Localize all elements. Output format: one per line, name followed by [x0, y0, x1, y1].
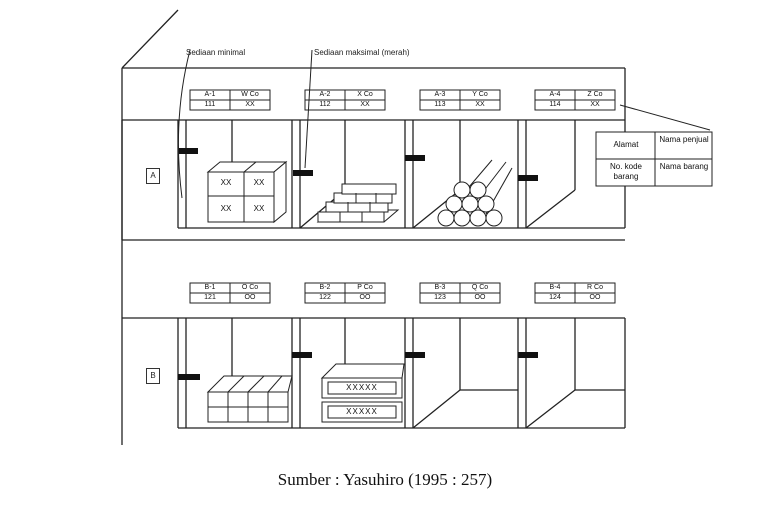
plate-item: OO — [359, 294, 371, 301]
legend-code: No. kode barang — [609, 162, 643, 181]
plate-item: XX — [360, 101, 370, 108]
plate-number: 112 — [319, 101, 331, 108]
row-label-a: A — [146, 168, 160, 184]
plate-seller: O Co — [241, 284, 259, 291]
crate-mark: XX — [253, 204, 265, 213]
plate-code: A-3 — [434, 91, 446, 98]
plate-code: A-1 — [204, 91, 216, 98]
plate-seller: Q Co — [471, 284, 489, 291]
plate-number: 114 — [549, 101, 561, 108]
plate-seller: W Co — [241, 91, 259, 98]
plate-item: OO — [244, 294, 256, 301]
plate-number: 121 — [204, 294, 216, 301]
plate-number: 124 — [549, 294, 561, 301]
crate-mark: XX — [253, 178, 265, 187]
row-label-b: B — [146, 368, 160, 384]
plate-number: 111 — [204, 101, 216, 108]
min-stock-annotation: Sediaan minimal — [186, 48, 246, 57]
plate-number: 122 — [319, 294, 331, 301]
plate-code: B-4 — [549, 284, 561, 291]
plate-number: 113 — [434, 101, 446, 108]
long-box-mark: XXXXX — [346, 383, 378, 392]
plate-code: A-4 — [549, 91, 561, 98]
plate-seller: P Co — [357, 284, 373, 291]
plate-number: 123 — [434, 294, 446, 301]
max-stock-annotation: Sediaan maksimal (merah) — [314, 48, 410, 57]
legend-address: Alamat — [613, 140, 639, 149]
plate-item: XX — [245, 101, 255, 108]
plate-seller: X Co — [357, 91, 373, 98]
plate-code: B-2 — [319, 284, 331, 291]
crate-mark: XX — [220, 204, 232, 213]
plate-item: OO — [474, 294, 486, 301]
plate-code: B-3 — [434, 284, 446, 291]
legend-item-name: Nama barang — [659, 162, 709, 171]
plate-seller: Z Co — [587, 91, 603, 98]
crate-mark: XX — [220, 178, 232, 187]
plate-item: OO — [589, 294, 601, 301]
plate-seller: R Co — [587, 284, 603, 291]
plate-seller: Y Co — [472, 91, 488, 98]
long-box-mark: XXXXX — [346, 407, 378, 416]
plate-code: A-2 — [319, 91, 331, 98]
plate-code: B-1 — [204, 284, 216, 291]
legend-seller: Nama penjual — [659, 135, 709, 144]
plate-item: XX — [590, 101, 600, 108]
plate-item: XX — [475, 101, 485, 108]
source-caption: Sumber : Yasuhiro (1995 : 257) — [277, 470, 493, 489]
